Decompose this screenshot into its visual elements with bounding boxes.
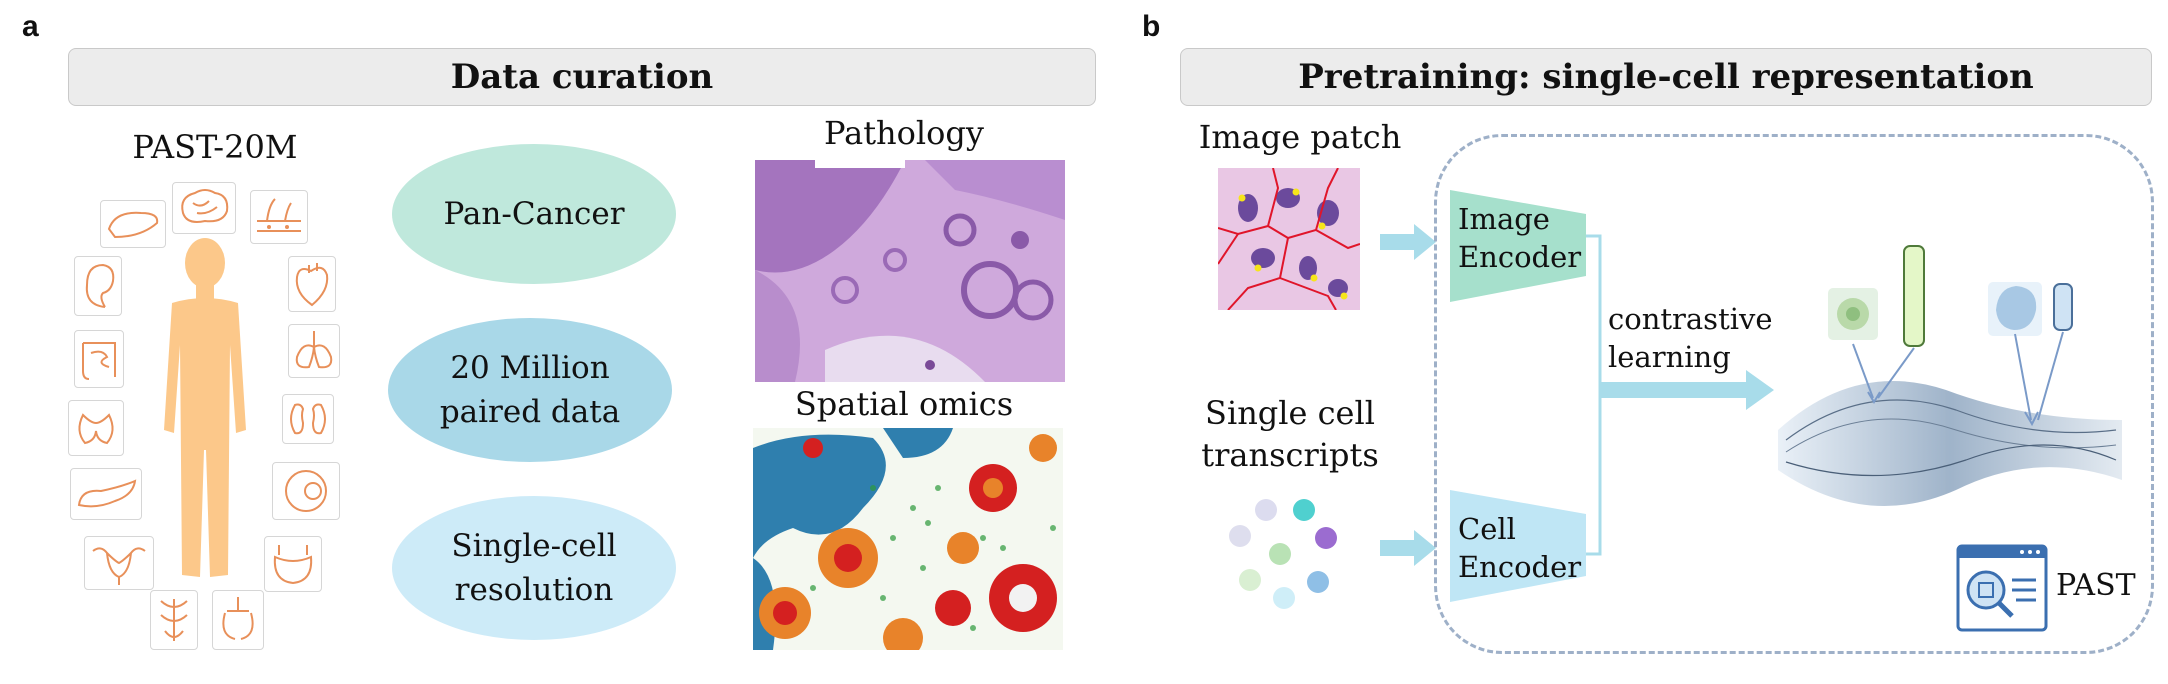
ellipse-label-line2: resolution [451, 568, 616, 612]
pan-cancer-ellipse: Pan-Cancer [392, 144, 676, 284]
contrastive-label: contrastive learning [1608, 300, 1773, 376]
panel-letter-a: a [22, 10, 39, 44]
intestine-icon [74, 330, 124, 388]
skin-icon [250, 190, 308, 244]
pathology-image [755, 160, 1065, 382]
contrastive-line1: contrastive [1608, 300, 1773, 338]
spine-icon [150, 590, 198, 650]
human-body-icon [150, 235, 260, 585]
panel-letter-b: b [1142, 10, 1160, 44]
single-cell-label-line2: transcripts [1180, 434, 1400, 476]
cell-encoder-line1: Cell [1458, 510, 1581, 548]
ellipse-label-line2: paired data [440, 390, 620, 434]
spatial-omics-label: Spatial omics [754, 385, 1054, 423]
kidney-icon [282, 394, 334, 444]
bladder-icon [264, 536, 322, 592]
lung-icon [288, 324, 340, 378]
eye-icon [272, 462, 340, 520]
image-patch-label: Image patch [1180, 118, 1420, 156]
ellipse-label-line1: Single-cell [451, 524, 616, 568]
contrastive-line2: learning [1608, 338, 1773, 376]
past-label: PAST [2056, 568, 2136, 603]
image-encoder-line2: Encoder [1458, 238, 1581, 276]
transcript-dots [1220, 492, 1350, 612]
ellipse-label: Pan-Cancer [443, 192, 624, 236]
embedding-manifold [1776, 240, 2126, 520]
single-cell-transcripts-label: Single cell transcripts [1180, 392, 1400, 476]
dataset-label: PAST-20M [130, 128, 300, 166]
prostate-icon [212, 590, 264, 650]
spatial-omics-image [753, 428, 1063, 650]
pretraining-banner: Pretraining: single-cell representation [1180, 48, 2152, 106]
image-input-arrow [1380, 222, 1436, 262]
ellipse-label-line1: 20 Million [440, 346, 620, 390]
image-patch [1218, 168, 1360, 310]
image-encoder-line1: Image [1458, 200, 1581, 238]
pancreas-icon [70, 468, 142, 520]
cell-input-arrow [1380, 528, 1436, 568]
heart-icon [288, 256, 336, 312]
ear-icon [74, 256, 122, 316]
uterus-icon [84, 536, 154, 590]
pathology-label: Pathology [754, 114, 1054, 152]
cell-encoder-label: Cell Encoder [1458, 510, 1581, 586]
liver-icon [100, 200, 166, 248]
past-logo-icon [1956, 544, 2048, 634]
data-curation-banner: Data curation [68, 48, 1096, 106]
thyroid-icon [68, 400, 124, 456]
brain-icon [172, 182, 236, 234]
single-cell-label-line1: Single cell [1180, 392, 1400, 434]
contrastive-arrow [1600, 370, 1774, 410]
paired-data-ellipse: 20 Million paired data [388, 318, 672, 462]
cell-encoder-line2: Encoder [1458, 548, 1581, 586]
image-encoder-label: Image Encoder [1458, 200, 1581, 276]
single-cell-ellipse: Single-cell resolution [392, 496, 676, 640]
